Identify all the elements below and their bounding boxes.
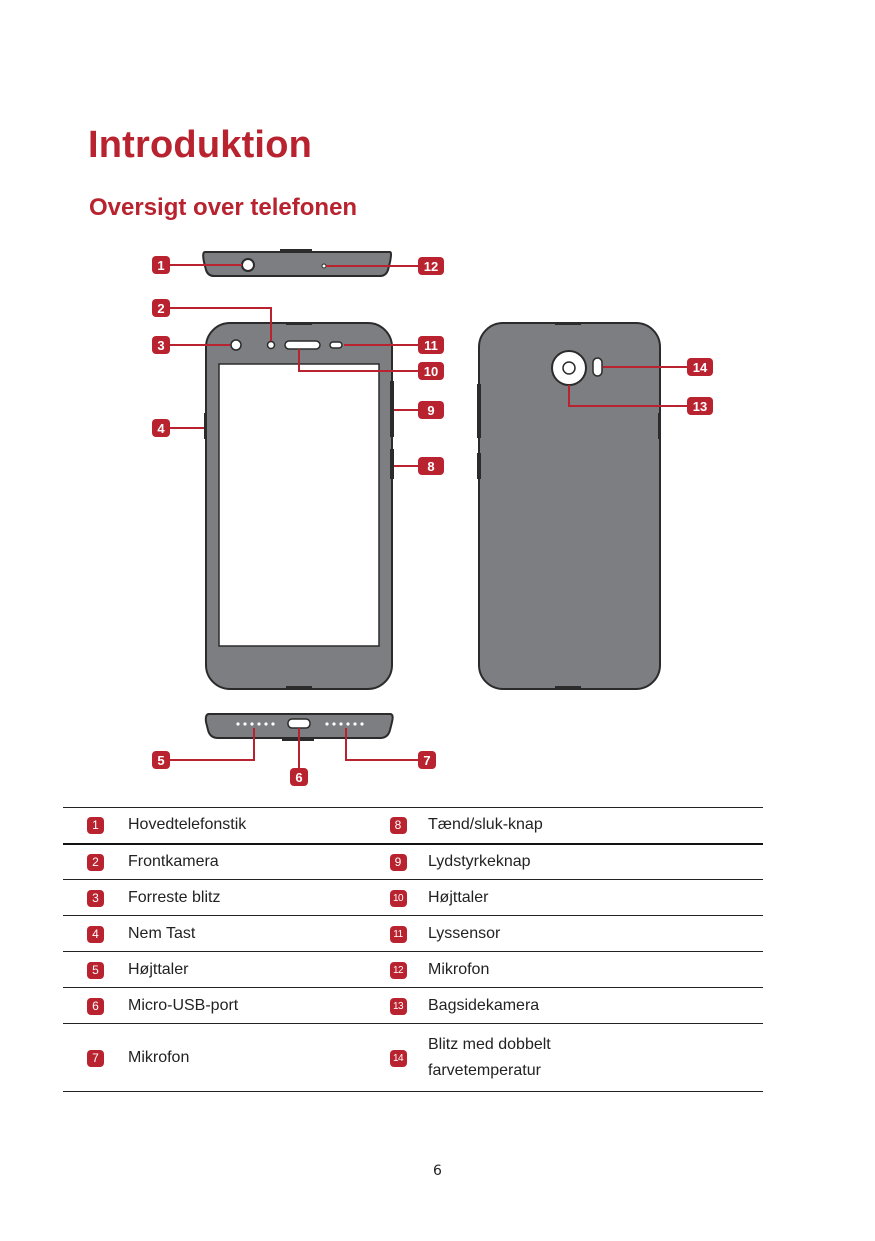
callout-5: 5 [152, 751, 170, 769]
legend-label: Frontkamera [128, 852, 219, 870]
section-subtitle: Oversigt over telefonen [89, 194, 358, 221]
table-row: 4 Nem Tast 11 Lyssensor [63, 915, 763, 952]
legend-label: farvetemperatur [428, 1061, 541, 1079]
bottom-speaker-grille-icon [236, 722, 275, 726]
legend-number-badge: 7 [87, 1049, 104, 1067]
front-camera-icon [266, 340, 276, 350]
legend-number-badge: 8 [389, 817, 407, 835]
callout-4: 4 [152, 419, 170, 437]
table-row: 6 Micro-USB-port 13 Bagsidekamera [63, 987, 763, 1024]
page-number: 6 [433, 1163, 442, 1179]
callout-8: 8 [418, 457, 444, 475]
phone-top-edge [202, 249, 392, 277]
callout-10: 10 [418, 362, 444, 380]
table-row: 7 Mikrofon 14 Blitz med dobbelt farvetem… [63, 1023, 763, 1092]
legend-number-badge: 1 [87, 817, 104, 835]
table-row: 2 Frontkamera 9 Lydstyrkeknap [63, 843, 763, 880]
top-microphone-icon [321, 263, 327, 269]
callout-11: 11 [418, 336, 444, 354]
phone-overview-diagram: 1 12 2 3 11 10 4 9 8 14 13 5 6 7 [152, 249, 713, 786]
headphone-jack-icon [241, 258, 255, 272]
table-row: 1 Hovedtelefonstik 8 Tænd/sluk-knap [63, 807, 763, 844]
earpiece-speaker-icon [284, 340, 321, 350]
legend-number-badge: 9 [389, 853, 407, 871]
svg-text:2: 2 [157, 301, 164, 316]
svg-text:5: 5 [157, 753, 164, 768]
leader-lines [170, 264, 687, 768]
svg-text:14: 14 [693, 360, 708, 375]
svg-text:9: 9 [427, 403, 434, 418]
legend-label: Lydstyrkeknap [428, 852, 531, 870]
legend-number-badge: 2 [87, 853, 104, 871]
callout-3: 3 [152, 336, 170, 354]
callout-6: 6 [290, 768, 308, 786]
legend-number-badge: 14 [389, 1050, 407, 1067]
legend-label: Bagsidekamera [428, 996, 540, 1014]
callout-13: 13 [687, 397, 713, 415]
legend-number-badge: 13 [389, 998, 407, 1015]
svg-text:12: 12 [424, 259, 438, 274]
svg-text:13: 13 [693, 399, 707, 414]
legend-label: Nem Tast [128, 924, 196, 942]
svg-text:1: 1 [157, 258, 164, 273]
svg-text:11: 11 [424, 338, 438, 353]
svg-text:7: 7 [423, 753, 430, 768]
legend-label: Lyssensor [428, 924, 501, 942]
svg-text:8: 8 [427, 459, 434, 474]
callout-12: 12 [418, 257, 444, 275]
legend-label: Hovedtelefonstik [128, 816, 247, 834]
table-row: 5 Højttaler 12 Mikrofon [63, 951, 763, 988]
light-sensor-icon [329, 341, 343, 349]
micro-usb-port-icon [287, 718, 311, 729]
callout-14: 14 [687, 358, 713, 376]
legend-label: Micro-USB-port [128, 996, 239, 1014]
svg-text:10: 10 [424, 364, 438, 379]
legend-label: Mikrofon [428, 960, 490, 978]
parts-legend-table: 1 Hovedtelefonstik 8 Tænd/sluk-knap 2 Fr… [63, 807, 763, 1092]
legend-label: Højttaler [128, 960, 189, 978]
legend-label: Højttaler [428, 888, 489, 906]
legend-number-badge: 5 [87, 961, 104, 979]
table-row: 3 Forreste blitz 10 Højttaler [63, 879, 763, 916]
callout-badges: 1 12 2 3 11 10 4 9 8 14 13 5 6 7 [152, 256, 713, 786]
svg-text:4: 4 [157, 421, 165, 436]
legend-label: Blitz med dobbelt [428, 1035, 551, 1053]
legend-number-badge: 10 [389, 890, 407, 907]
legend-number-badge: 4 [87, 925, 104, 943]
legend-number-badge: 6 [87, 997, 104, 1015]
callout-7: 7 [418, 751, 436, 769]
legend-number-badge: 11 [389, 926, 407, 943]
phone-front-view [204, 322, 394, 690]
legend-label: Forreste blitz [128, 888, 221, 906]
front-flash-icon [230, 339, 242, 351]
page-title: Introduktion [88, 124, 313, 166]
svg-text:6: 6 [295, 770, 302, 785]
phone-back-view [477, 322, 661, 690]
legend-label: Mikrofon [128, 1048, 190, 1066]
legend-number-badge: 3 [87, 889, 104, 907]
rear-flash-icon [592, 357, 603, 377]
callout-1: 1 [152, 256, 170, 274]
legend-number-badge: 12 [389, 962, 407, 979]
callout-9: 9 [418, 401, 444, 419]
callout-2: 2 [152, 299, 170, 317]
svg-text:3: 3 [157, 338, 164, 353]
bottom-microphone-grille-icon [325, 722, 364, 726]
legend-label: Tænd/sluk-knap [428, 816, 543, 834]
